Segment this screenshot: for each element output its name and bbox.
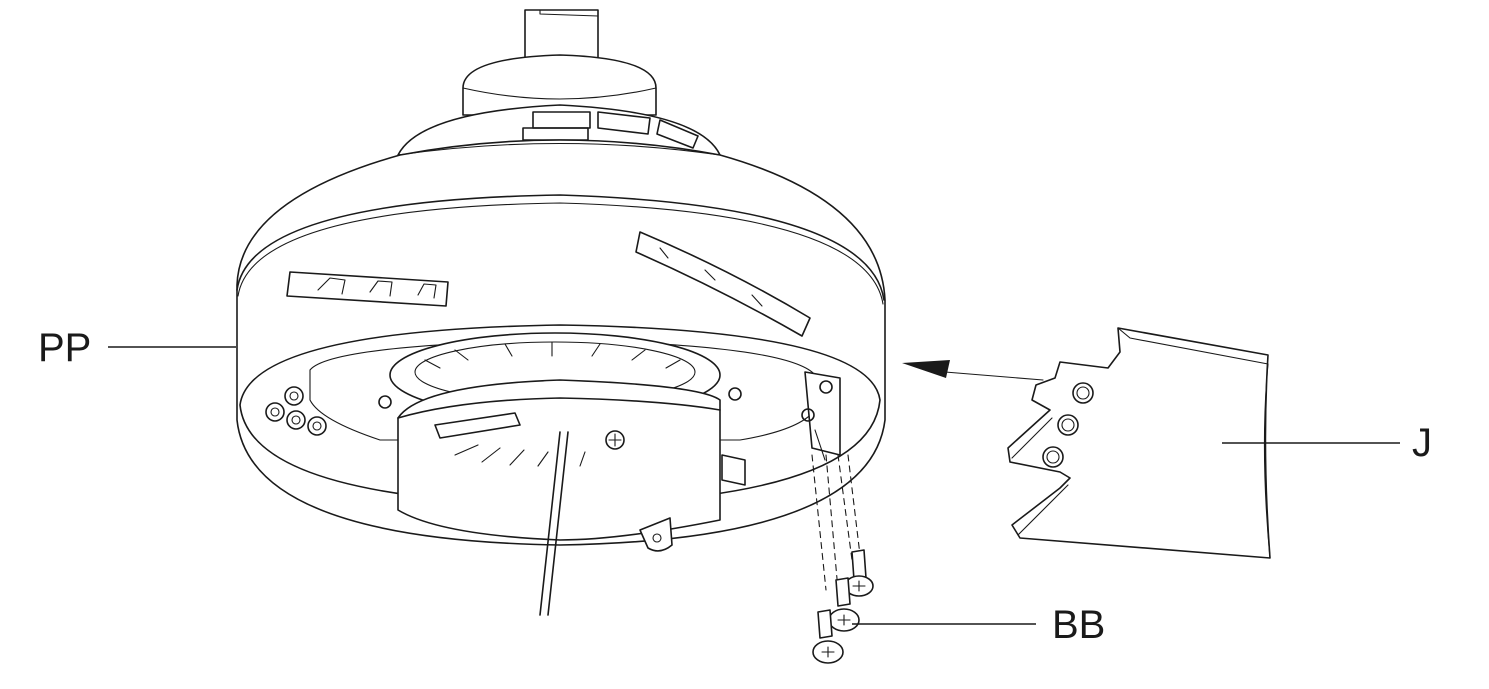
callout-j: J xyxy=(1222,421,1432,465)
callout-pp: PP xyxy=(38,326,236,370)
fan-motor-body xyxy=(236,9,886,616)
mounting-nuts xyxy=(265,386,327,436)
label-bb: BB xyxy=(1052,603,1105,647)
callout-bb: BB xyxy=(852,603,1105,647)
label-j: J xyxy=(1412,421,1432,465)
fan-blade xyxy=(1007,327,1271,559)
blade-screws xyxy=(811,454,874,664)
label-pp: PP xyxy=(38,326,91,370)
insertion-arrow xyxy=(902,360,1044,381)
